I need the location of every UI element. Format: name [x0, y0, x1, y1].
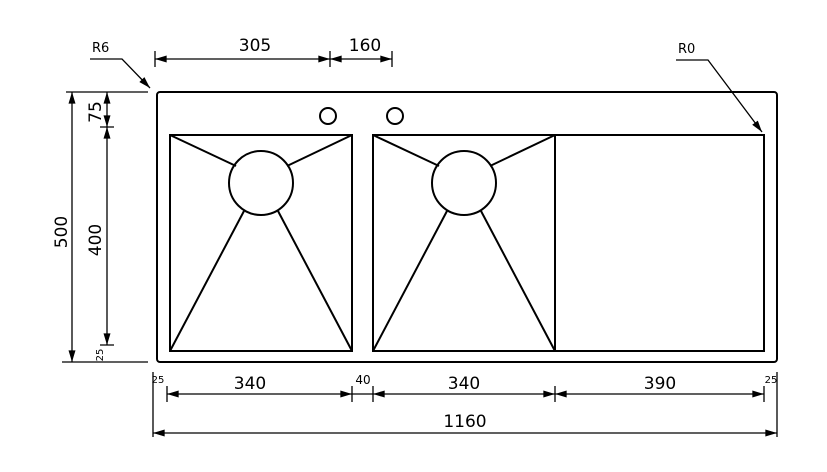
dim-1160: 1160 [443, 412, 486, 432]
drain-left [228, 150, 294, 216]
dim-75: 75 [86, 101, 106, 123]
dim-340-left: 340 [234, 374, 266, 394]
bowl-right [372, 134, 556, 352]
dim-340-right: 340 [448, 374, 480, 394]
dim-40: 40 [355, 373, 370, 387]
drain-right [431, 150, 497, 216]
dim-390: 390 [644, 374, 676, 394]
tap-hole-1 [319, 107, 337, 125]
dim-bottom: 25 340 40 340 390 25 1160 [152, 372, 778, 437]
dim-160: 160 [349, 36, 381, 56]
drainboard [554, 134, 765, 352]
dim-305: 305 [239, 36, 271, 56]
sink-outline [156, 91, 778, 363]
svg-text:R0: R0 [678, 42, 695, 57]
dim-400: 400 [86, 224, 106, 256]
dim-500: 500 [52, 216, 72, 248]
dim-left: 500 75 400 25 [52, 91, 148, 363]
bowl-left [169, 134, 353, 352]
svg-text:R6: R6 [92, 41, 109, 56]
dim-top: 305 160 [154, 36, 393, 67]
dim-25-left: 25 [152, 375, 165, 386]
radius-leader-r0: R0 [676, 42, 763, 133]
dim-25-right: 25 [765, 375, 778, 386]
tap-hole-2 [386, 107, 404, 125]
radius-leader-r6: R6 [90, 41, 151, 89]
dim-25-bottom: 25 [95, 349, 106, 362]
